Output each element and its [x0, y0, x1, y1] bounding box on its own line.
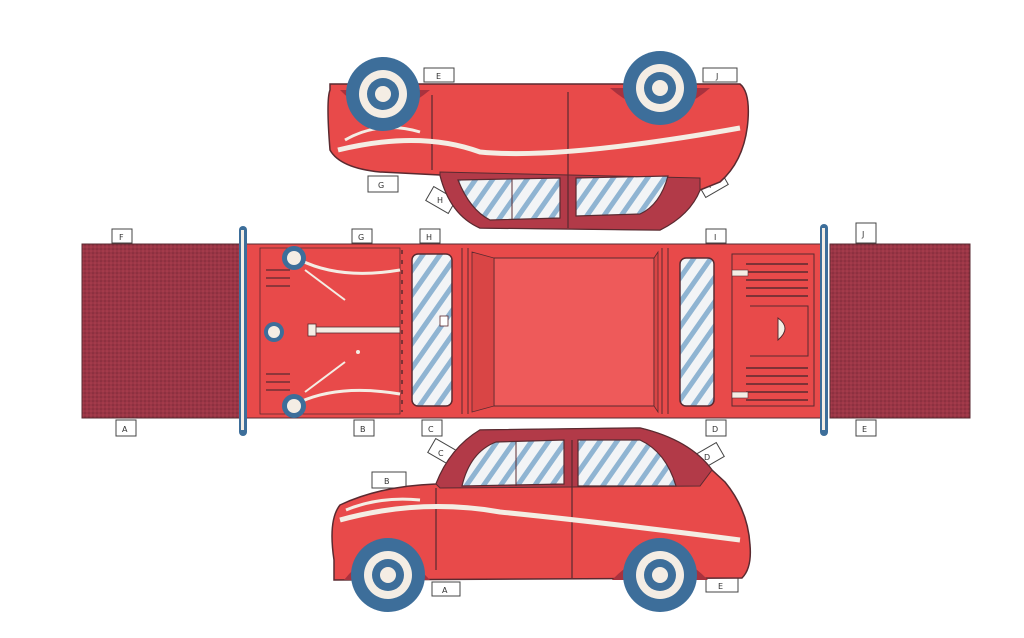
- rear-window: [679, 257, 715, 407]
- tab-top-g[interactable]: G: [367, 175, 399, 193]
- tab-strip-g[interactable]: G: [351, 228, 373, 244]
- tab-label: E: [718, 582, 723, 591]
- tab-label: H: [437, 196, 443, 205]
- tab-label: H: [426, 233, 432, 242]
- right-flap: [829, 243, 971, 419]
- left-flap: [81, 243, 243, 419]
- windshield: [411, 253, 453, 407]
- tab-label: I: [714, 233, 716, 242]
- window-icon: [457, 177, 561, 221]
- headlight-icon: [282, 246, 306, 270]
- headlight-icon: [282, 394, 306, 418]
- tab-label: G: [358, 233, 364, 242]
- tab-label: D: [704, 453, 710, 462]
- tab-strip-d[interactable]: D: [705, 419, 727, 437]
- tab-label: G: [378, 181, 384, 190]
- tab-strip-h[interactable]: H: [419, 228, 441, 244]
- tab-label: J: [715, 72, 718, 81]
- headlight-icon: [264, 322, 284, 342]
- window-icon: [575, 175, 669, 217]
- wheel-icon: [351, 538, 425, 612]
- tab-top-e[interactable]: E: [423, 67, 455, 83]
- tab-strip-b[interactable]: B: [353, 419, 375, 437]
- wheel-icon: [623, 538, 697, 612]
- bottom-side-view: C D B A E: [331, 427, 752, 612]
- tab-strip-f[interactable]: F: [111, 228, 133, 244]
- tab-strip-i[interactable]: I: [705, 228, 727, 244]
- tab-label: C: [428, 425, 434, 434]
- tab-label: F: [119, 233, 124, 242]
- tab-label: E: [862, 425, 867, 434]
- tab-strip-j[interactable]: J: [855, 222, 877, 244]
- tab-bottom-b[interactable]: B: [371, 471, 407, 489]
- tab-top-h[interactable]: H: [425, 185, 457, 215]
- tab-bottom-a[interactable]: A: [431, 581, 461, 597]
- roof-panel: [493, 257, 655, 407]
- wheel-icon: [623, 51, 697, 125]
- tab-label: J: [861, 230, 864, 239]
- tab-label: D: [712, 425, 718, 434]
- tab-strip-c[interactable]: C: [421, 419, 443, 437]
- top-down-strip: F G H I J: [81, 222, 971, 437]
- tab-strip-a[interactable]: A: [115, 419, 137, 437]
- tab-top-j[interactable]: J: [702, 67, 738, 83]
- tab-label: C: [438, 449, 444, 458]
- tab-label: B: [360, 425, 366, 434]
- tab-bottom-e[interactable]: E: [705, 577, 739, 593]
- tab-label: A: [442, 586, 448, 595]
- tab-label: B: [384, 477, 390, 486]
- tab-label: A: [122, 425, 128, 434]
- tab-label: E: [436, 72, 441, 81]
- wheel-icon: [346, 57, 420, 131]
- tab-strip-e[interactable]: E: [855, 419, 877, 437]
- window-icon: [461, 439, 565, 487]
- window-icon: [577, 439, 677, 487]
- top-side-view: E J G H I: [327, 51, 750, 231]
